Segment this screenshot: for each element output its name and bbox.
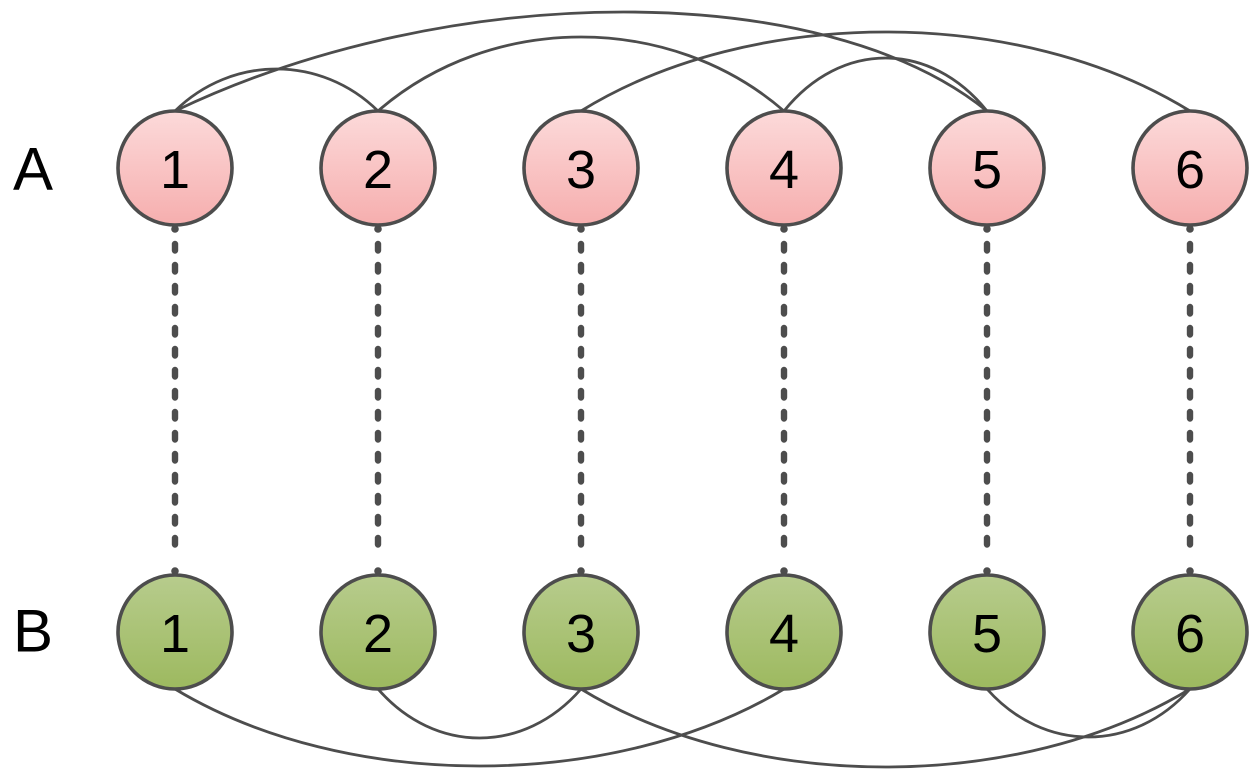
- dashed-links-group: [171, 225, 1194, 575]
- node-B-6-number: 6: [1175, 604, 1205, 664]
- dashed-link-top-nub-2: [374, 225, 382, 233]
- dashed-link-top-nub-6: [1186, 225, 1194, 233]
- node-A-4-circle: [725, 109, 843, 227]
- dashed-link-bottom-nub-5: [983, 567, 991, 575]
- row-a-nodes-group: 1 2 3 4 5 6: [116, 109, 1249, 227]
- node-B-5: 5: [928, 573, 1046, 691]
- top-arc-1-5: [174, 10, 988, 113]
- bottom-arc-3-6: [580, 687, 1191, 769]
- node-A-1-number: 1: [160, 140, 190, 200]
- node-A-3-number: 3: [566, 140, 596, 200]
- bottom-arc-2-3: [376, 688, 583, 740]
- row-label-a: A: [13, 136, 53, 203]
- row-label-b: B: [13, 598, 53, 665]
- top-arcs-group: [174, 10, 1191, 113]
- dashed-link-bottom-nub-1: [171, 567, 179, 575]
- node-B-4: 4: [725, 573, 843, 691]
- bottom-arc-5-6: [985, 688, 1192, 739]
- top-arc-2-4: [377, 35, 785, 113]
- dashed-link-top-nub-1: [171, 225, 179, 233]
- node-A-4-number: 4: [769, 140, 799, 200]
- node-B-5-number: 5: [972, 604, 1002, 664]
- node-B-1-number: 1: [160, 604, 190, 664]
- node-A-6-number: 6: [1175, 140, 1205, 200]
- node-A-3: 3: [522, 109, 640, 227]
- node-A-2-circle: [319, 109, 437, 227]
- node-B-3-circle: [522, 573, 640, 691]
- top-arc-4-5: [782, 56, 989, 112]
- top-arc-1-2: [174, 67, 379, 112]
- node-B-2-circle: [319, 573, 437, 691]
- node-A-3-circle: [522, 109, 640, 227]
- dashed-link-bottom-nub-2: [374, 567, 382, 575]
- node-A-2: 2: [319, 109, 437, 227]
- bottom-arc-1-4: [174, 687, 785, 768]
- dashed-link-top-nub-5: [983, 225, 991, 233]
- dashed-link-bottom-nub-6: [1186, 567, 1194, 575]
- node-B-1-circle: [116, 573, 234, 691]
- dashed-link-top-nub-3: [577, 225, 585, 233]
- node-A-1-circle: [116, 109, 234, 227]
- dashed-link-bottom-nub-4: [780, 567, 788, 575]
- node-B-4-number: 4: [769, 604, 799, 664]
- node-B-5-circle: [928, 573, 1046, 691]
- node-B-2-number: 2: [363, 604, 393, 664]
- top-arc-3-6: [580, 30, 1191, 113]
- bottom-arcs-group: [174, 687, 1192, 769]
- dashed-link-bottom-nub-3: [577, 567, 585, 575]
- node-B-3-number: 3: [566, 604, 596, 664]
- node-B-6: 6: [1131, 573, 1249, 691]
- node-A-6-circle: [1131, 109, 1249, 227]
- node-A-5: 5: [928, 109, 1046, 227]
- node-B-1: 1: [116, 573, 234, 691]
- node-A-5-number: 5: [972, 140, 1002, 200]
- dashed-link-top-nub-4: [780, 225, 788, 233]
- node-A-5-circle: [928, 109, 1046, 227]
- node-A-4: 4: [725, 109, 843, 227]
- node-A-1: 1: [116, 109, 234, 227]
- node-A-2-number: 2: [363, 140, 393, 200]
- row-b-nodes-group: 1 2 3 4 5 6: [116, 573, 1249, 691]
- node-B-3: 3: [522, 573, 640, 691]
- node-B-6-circle: [1131, 573, 1249, 691]
- node-A-6: 6: [1131, 109, 1249, 227]
- node-B-2: 2: [319, 573, 437, 691]
- node-B-4-circle: [725, 573, 843, 691]
